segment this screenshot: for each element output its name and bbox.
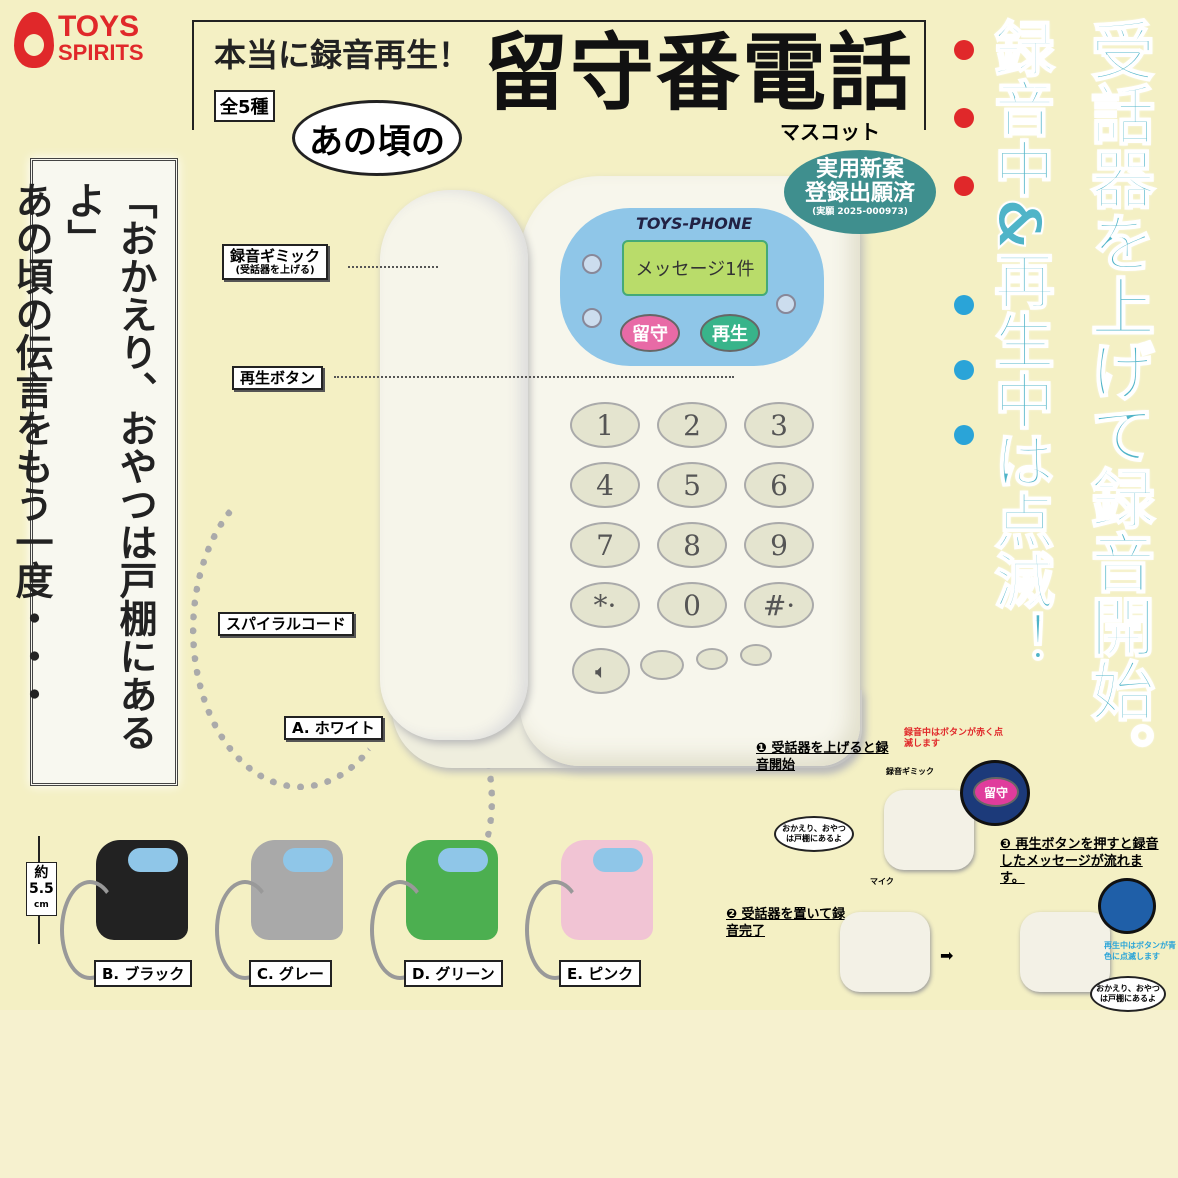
gimmick-note: 録音ギミック xyxy=(886,767,934,776)
variant-panel xyxy=(593,848,643,872)
spiral-cord-lower xyxy=(455,740,495,860)
step-2: ❷ 受話器を置いて録音完了 xyxy=(726,907,846,939)
variant-panel xyxy=(128,848,178,872)
indicator-light xyxy=(776,294,796,314)
mini-phone-step1 xyxy=(884,790,974,870)
mini-phone-step3 xyxy=(1020,912,1110,992)
rusu-button[interactable]: 留守 xyxy=(620,314,680,352)
spiral-cord xyxy=(190,470,410,790)
handset[interactable] xyxy=(380,190,528,740)
key-button[interactable]: 0 xyxy=(657,582,727,628)
speech-bubble-title: あの頃の xyxy=(292,100,462,176)
play-button[interactable]: 再生 xyxy=(700,314,760,352)
speaker-icon: 🔈︎ xyxy=(595,659,607,683)
indicator-light xyxy=(582,254,602,274)
phone-display: メッセージ1件 xyxy=(622,240,768,296)
message-box: 「おかえり、おやつは戸棚にあるよ」 あの頃の伝言をもう一度・・・ xyxy=(9,158,178,786)
variant-label: D. グリーン xyxy=(404,960,503,987)
red-note: 録音中はボタンが赤く点滅します xyxy=(904,728,1004,749)
speech-bubble: おかえり、おやつは戸棚にあるよ xyxy=(1090,976,1166,1012)
label-cord: スパイラルコード xyxy=(218,612,354,636)
label-white: A. ホワイト xyxy=(284,716,383,740)
key-button[interactable]: 6 xyxy=(744,462,814,508)
arrow-icon: ➡ xyxy=(940,946,954,965)
indicator-light xyxy=(582,308,602,328)
label-gimmick: 録音ギミック(受話器を上げる) xyxy=(222,244,329,280)
zoom-circle-blue xyxy=(1098,878,1156,934)
key-button[interactable]: #· xyxy=(744,582,814,628)
key-button[interactable]: *· xyxy=(570,582,640,628)
key-button[interactable]: 7 xyxy=(570,522,640,568)
title-frame xyxy=(192,20,926,130)
blue-note: 再生中はボタンが青色に点滅します xyxy=(1104,941,1176,961)
speaker-button[interactable]: 🔈︎ xyxy=(572,648,630,694)
kinds-badge: 全5種 xyxy=(214,90,275,122)
step-3: ❸ 再生ボタンを押すと録音したメッセージが流れます。 xyxy=(1000,837,1159,886)
small-button[interactable] xyxy=(696,648,728,670)
step-1: ❶ 受話器を上げると録音開始 xyxy=(756,741,889,773)
variant-label: B. ブラック xyxy=(94,960,193,987)
key-button[interactable]: 5 xyxy=(657,462,727,508)
variant-panel xyxy=(438,848,488,872)
label-play-button: 再生ボタン xyxy=(232,366,324,390)
patent-badge: 実用新案 登録出願済 (実願 2025-000973) xyxy=(784,150,936,234)
leader-line xyxy=(334,376,734,378)
speech-bubble: おかえり、おやつは戸棚にあるよ xyxy=(774,816,854,852)
mic-note: マイク xyxy=(870,877,894,886)
key-button[interactable]: 8 xyxy=(657,522,727,568)
leader-line xyxy=(348,266,438,268)
quote-text: 「おかえり、おやつは戸棚にあるよ」 xyxy=(61,181,157,751)
variant-label: E. ピンク xyxy=(559,960,642,987)
variant-label: C. グレー xyxy=(249,960,332,987)
key-button[interactable]: 3 xyxy=(744,402,814,448)
variant-panel xyxy=(283,848,333,872)
slogan-record: 受話器を上げて録音開始。 xyxy=(1079,17,1155,787)
mini-phone-step2 xyxy=(840,912,930,992)
flame-icon xyxy=(14,12,54,68)
key-button[interactable]: 2 xyxy=(657,402,727,448)
mascot-label: マスコット xyxy=(780,120,880,144)
small-button[interactable] xyxy=(740,644,772,666)
variant-cord xyxy=(215,880,275,980)
key-button[interactable]: 1 xyxy=(570,402,640,448)
variant-cord xyxy=(525,880,585,980)
phone-brand: TOYS-PHONE xyxy=(636,214,753,233)
small-button[interactable] xyxy=(640,650,684,680)
key-button[interactable]: 9 xyxy=(744,522,814,568)
variant-cord xyxy=(370,880,430,980)
tagline-text: あの頃の伝言をもう一度・・・ xyxy=(9,181,53,713)
variant-cord xyxy=(60,880,120,980)
main-title: 留守番電話 xyxy=(484,24,915,122)
key-button[interactable]: 4 xyxy=(570,462,640,508)
slogan-blink: 録音中&再生中は点滅！ xyxy=(983,17,1055,671)
subtitle: 本当に録音再生！ xyxy=(214,36,471,74)
zoom-circle-red: 留守 xyxy=(960,760,1030,826)
